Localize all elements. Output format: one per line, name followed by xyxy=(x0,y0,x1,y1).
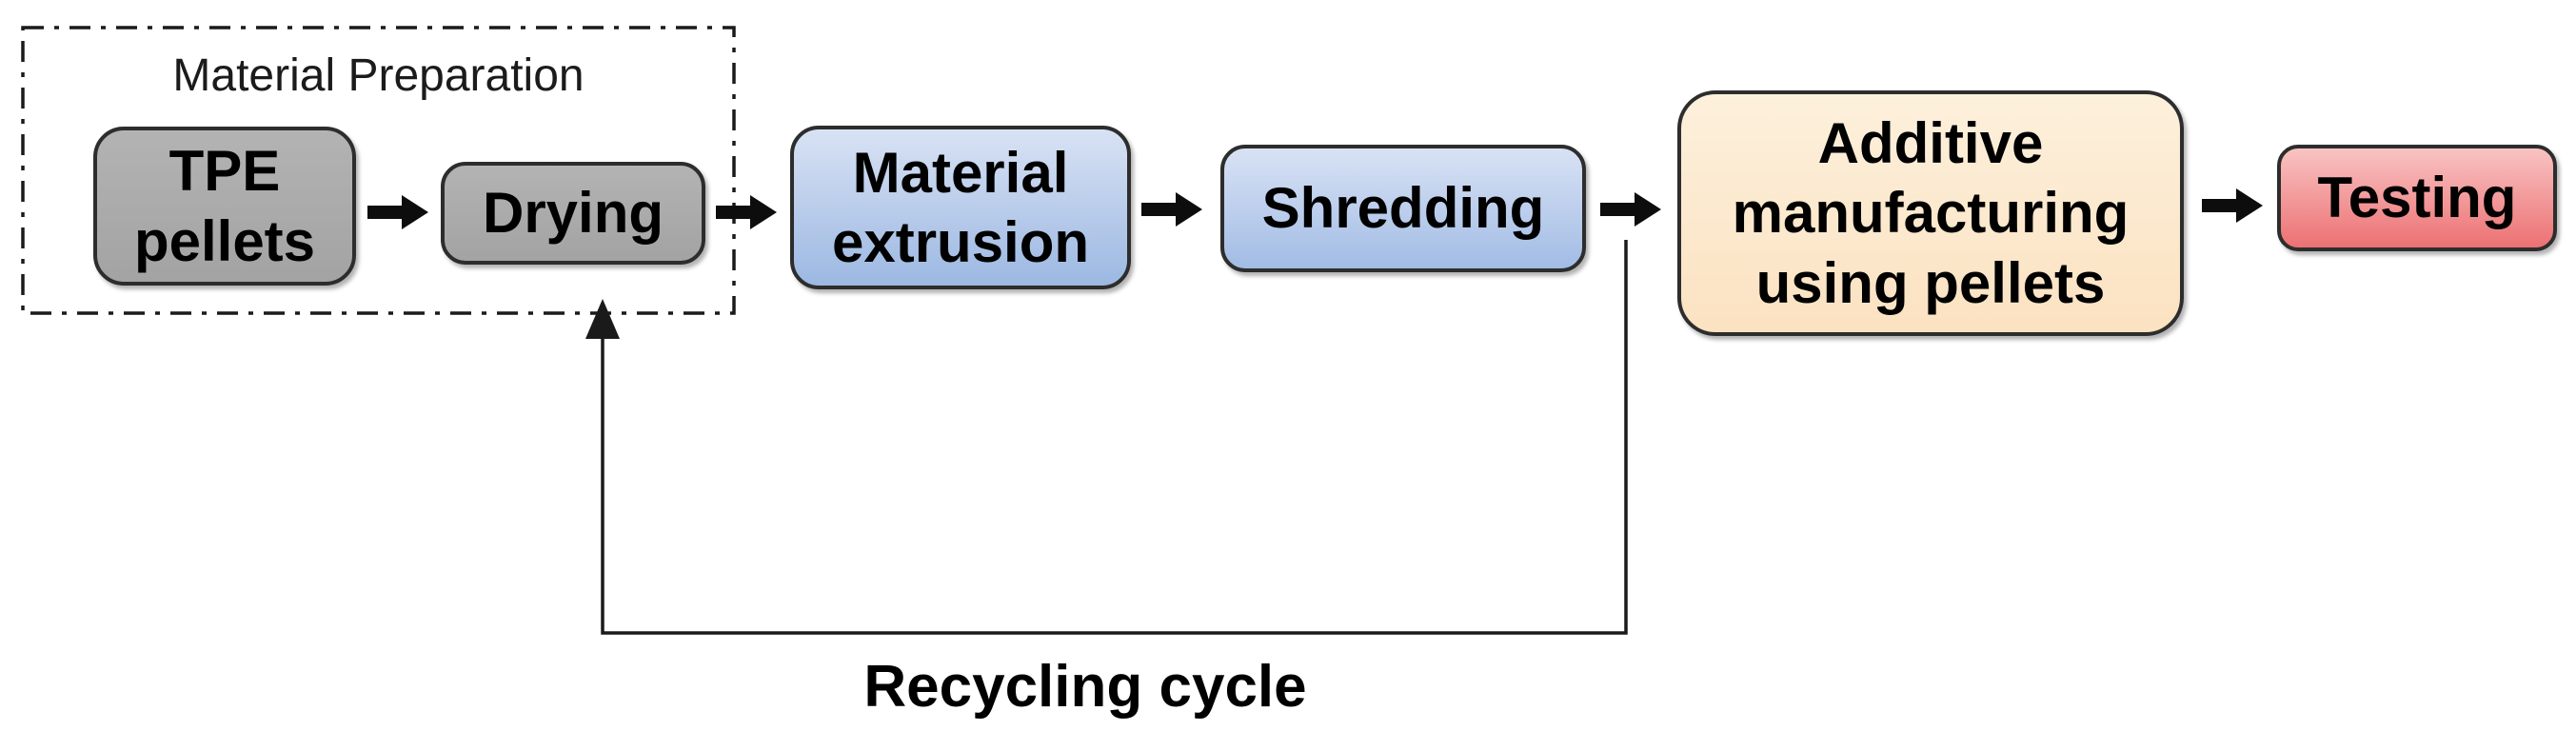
node-shredding: Shredding xyxy=(1220,145,1586,272)
arrow-icon-drying-to-extrusion xyxy=(716,192,779,232)
recycling-feedback-line xyxy=(601,240,1628,635)
arrow-icon-tpe-to-drying xyxy=(367,192,430,232)
arrow-icon-shredding-to-am xyxy=(1600,189,1663,229)
recycling-arrowhead-icon xyxy=(585,299,620,339)
material-preparation-group-label: Material Preparation xyxy=(172,50,585,101)
node-material-extrusion: Material extrusion xyxy=(790,126,1131,289)
material-preparation-group-border xyxy=(21,26,736,315)
node-drying: Drying xyxy=(441,162,705,265)
arrow-icon-extrusion-to-shredding xyxy=(1141,189,1204,229)
node-additive-manufacturing: Additive manufacturing using pellets xyxy=(1677,90,2184,336)
arrow-icon-am-to-testing xyxy=(2202,186,2265,226)
node-testing: Testing xyxy=(2277,145,2557,251)
recycling-cycle-label: Recycling cycle xyxy=(863,654,1307,720)
node-tpe-pellets: TPE pellets xyxy=(93,127,356,286)
